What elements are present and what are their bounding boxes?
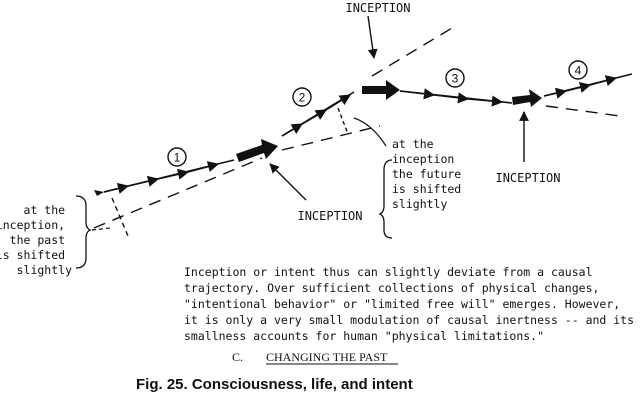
body-line-1: Inception or intent thus can slightly de… (184, 265, 593, 279)
future-note-leader (353, 117, 387, 147)
trajectory-segment-3 (399, 88, 513, 107)
inception-pointer-mid (269, 163, 307, 201)
trajectory-segment-2 (281, 91, 355, 137)
past-note-line-2: inception, (0, 218, 65, 232)
past-note-text: at the inception, the past is shifted sl… (0, 203, 72, 277)
circle-marker-3: 3 (445, 68, 465, 88)
circle-marker-4: 4 (568, 60, 588, 80)
past-note-line-1: at the (24, 203, 66, 217)
future-note-line-5: slightly (392, 197, 447, 211)
circle-2-label: 2 (299, 91, 306, 105)
dashed-continuation-2 (371, 27, 453, 77)
past-shift-marker (111, 197, 129, 237)
past-note-bracket (75, 195, 92, 269)
inception-label-right: INCEPTION (495, 171, 560, 185)
figure-caption: Fig. 25. Consciousness, life, and intent (136, 376, 413, 393)
dashed-continuation-3 (545, 105, 621, 117)
past-note-leader (91, 227, 111, 231)
past-note-line-3: the past (10, 233, 65, 247)
inception-label-top: INCEPTION (345, 1, 410, 15)
section-letter: C. (232, 350, 243, 364)
segment-1-start-arrow (94, 190, 104, 196)
circle-3-label: 3 (452, 72, 459, 86)
body-line-2: trajectory. Over sufficient collections … (184, 281, 599, 295)
future-shift-marker (337, 107, 349, 135)
inception-block-arrow-3 (512, 89, 542, 107)
section-title: CHANGING THE PAST (266, 350, 388, 364)
inception-block-arrow-2 (362, 80, 400, 100)
circle-1-label: 1 (174, 151, 181, 165)
circle-4-label: 4 (575, 64, 582, 78)
past-note-line-5: slightly (17, 263, 72, 277)
past-shift-note: at the inception, the past is shifted sl… (0, 195, 111, 277)
dashed-continuation-1 (281, 125, 381, 151)
future-note-line-1: at the (392, 137, 434, 151)
inception-pointer-top (367, 15, 378, 59)
inception-label-mid: INCEPTION (297, 209, 362, 223)
body-line-3: "intentional behavior" or "limited free … (184, 297, 620, 311)
future-note-line-4: is shifted (392, 182, 461, 196)
body-line-5: smallness accounts for human "physical l… (184, 329, 544, 343)
future-note-bracket (378, 159, 393, 239)
inception-block-arrow-1 (236, 139, 278, 162)
dashed-past-line (93, 157, 263, 229)
future-note-text: at the inception the future is shifted s… (392, 137, 468, 211)
circle-marker-1: 1 (167, 147, 187, 167)
past-note-line-4: is shifted (0, 248, 65, 262)
future-shift-note: at the inception the future is shifted s… (353, 117, 468, 239)
circle-marker-2: 2 (292, 87, 312, 107)
future-note-line-2: inception (392, 152, 454, 166)
trajectory-segment-1 (103, 159, 235, 194)
trajectory-segment-4 (543, 73, 633, 99)
body-paragraph: Inception or intent thus can slightly de… (184, 265, 640, 343)
future-note-line-3: the future (392, 167, 461, 181)
body-line-4: it is only a very small modulation of ca… (184, 313, 634, 327)
